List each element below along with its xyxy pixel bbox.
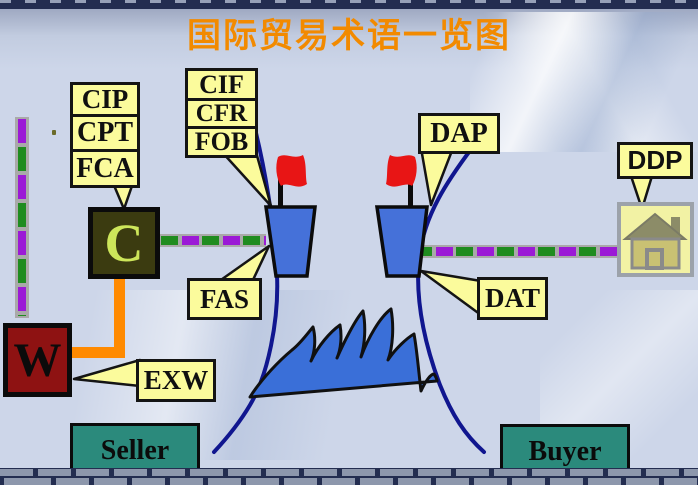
warehouse-letter: W	[13, 333, 62, 387]
house-chimney	[671, 217, 680, 234]
label-dap: DAP	[418, 113, 500, 154]
label-fca: FCA	[70, 149, 140, 188]
label-exw: EXW	[136, 359, 216, 402]
carriage-line-seller-to-port	[158, 234, 266, 247]
label-fas: FAS	[187, 278, 262, 320]
stray-dot	[52, 130, 56, 135]
connector-orange-vertical	[114, 277, 125, 358]
house-door	[645, 248, 664, 270]
warehouse-node: W	[3, 323, 72, 397]
rail-route-line-left	[15, 117, 29, 318]
label-cif: CIF	[185, 68, 258, 101]
label-cip: CIP	[70, 82, 140, 117]
right-shore-curve	[416, 146, 486, 454]
dap-callout-tail	[419, 146, 455, 207]
label-fob: FOB	[185, 126, 258, 158]
exw-callout-tail	[72, 358, 142, 388]
label-dat: DAT	[477, 277, 548, 320]
carriage-line-port-to-buyer	[412, 245, 618, 258]
carrier-letter: C	[104, 213, 144, 273]
destination-house-box	[617, 202, 694, 277]
red-flag-icon-right	[386, 155, 417, 187]
sea-waves-icon	[248, 307, 439, 399]
house-icon	[622, 212, 688, 270]
page-title: 国际贸易术语一览图	[187, 16, 511, 56]
red-flag-icon-left	[276, 155, 307, 187]
port-bollard-icon-right	[374, 205, 429, 278]
bottom-border-strip	[0, 468, 698, 485]
carrier-node: C	[88, 207, 160, 279]
connector-orange-horizontal	[72, 347, 125, 358]
label-ddp: DDP	[617, 142, 693, 179]
label-cpt: CPT	[70, 114, 140, 152]
label-cfr: CFR	[185, 98, 258, 129]
fas-callout-tail	[216, 244, 271, 284]
top-border-strip	[0, 0, 698, 9]
port-bollard-icon-left	[263, 205, 317, 278]
dat-callout-tail	[419, 269, 483, 317]
